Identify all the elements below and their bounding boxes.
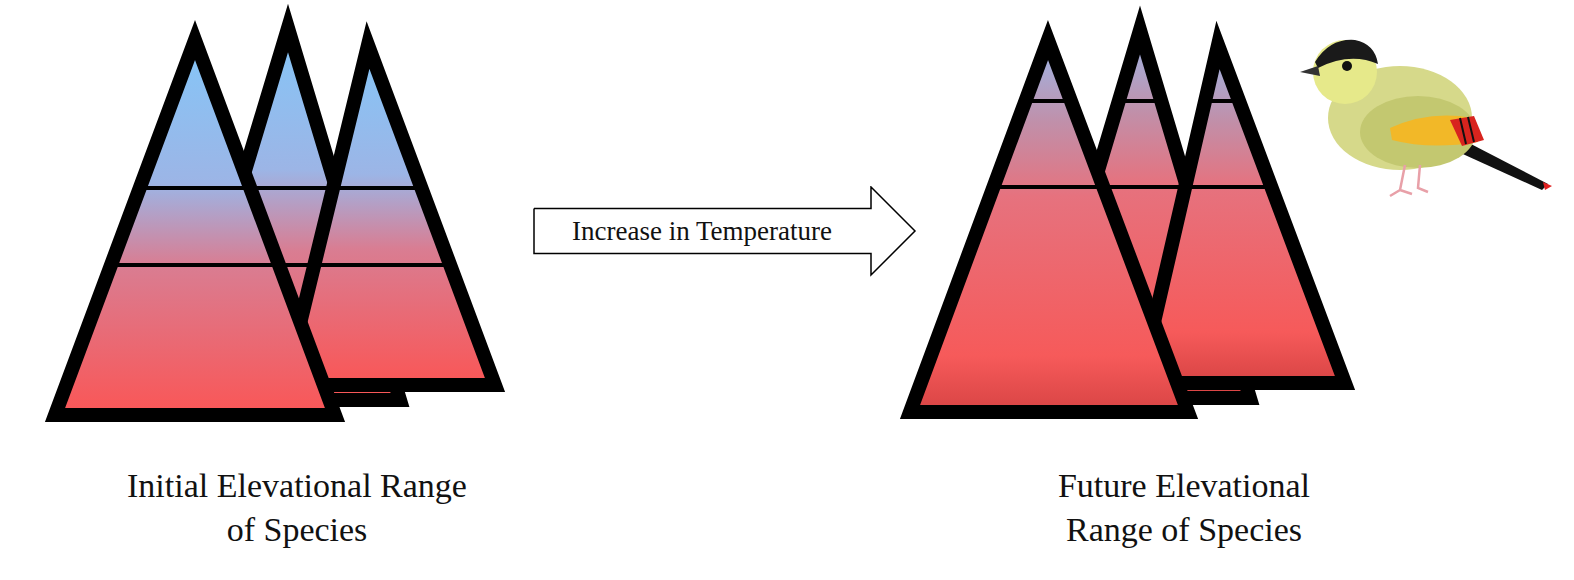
mountain xyxy=(890,40,1200,412)
mountain xyxy=(40,40,350,415)
bird-illustration xyxy=(1300,40,1552,196)
arrow-label: Increase in Temperature xyxy=(572,218,832,245)
arrow-outline xyxy=(534,187,915,275)
caption: Initial Elevational Range of Species xyxy=(127,464,467,552)
caption: Future Elevational Range of Species xyxy=(1014,464,1354,552)
block-arrow: Increase in Temperature xyxy=(533,186,915,276)
